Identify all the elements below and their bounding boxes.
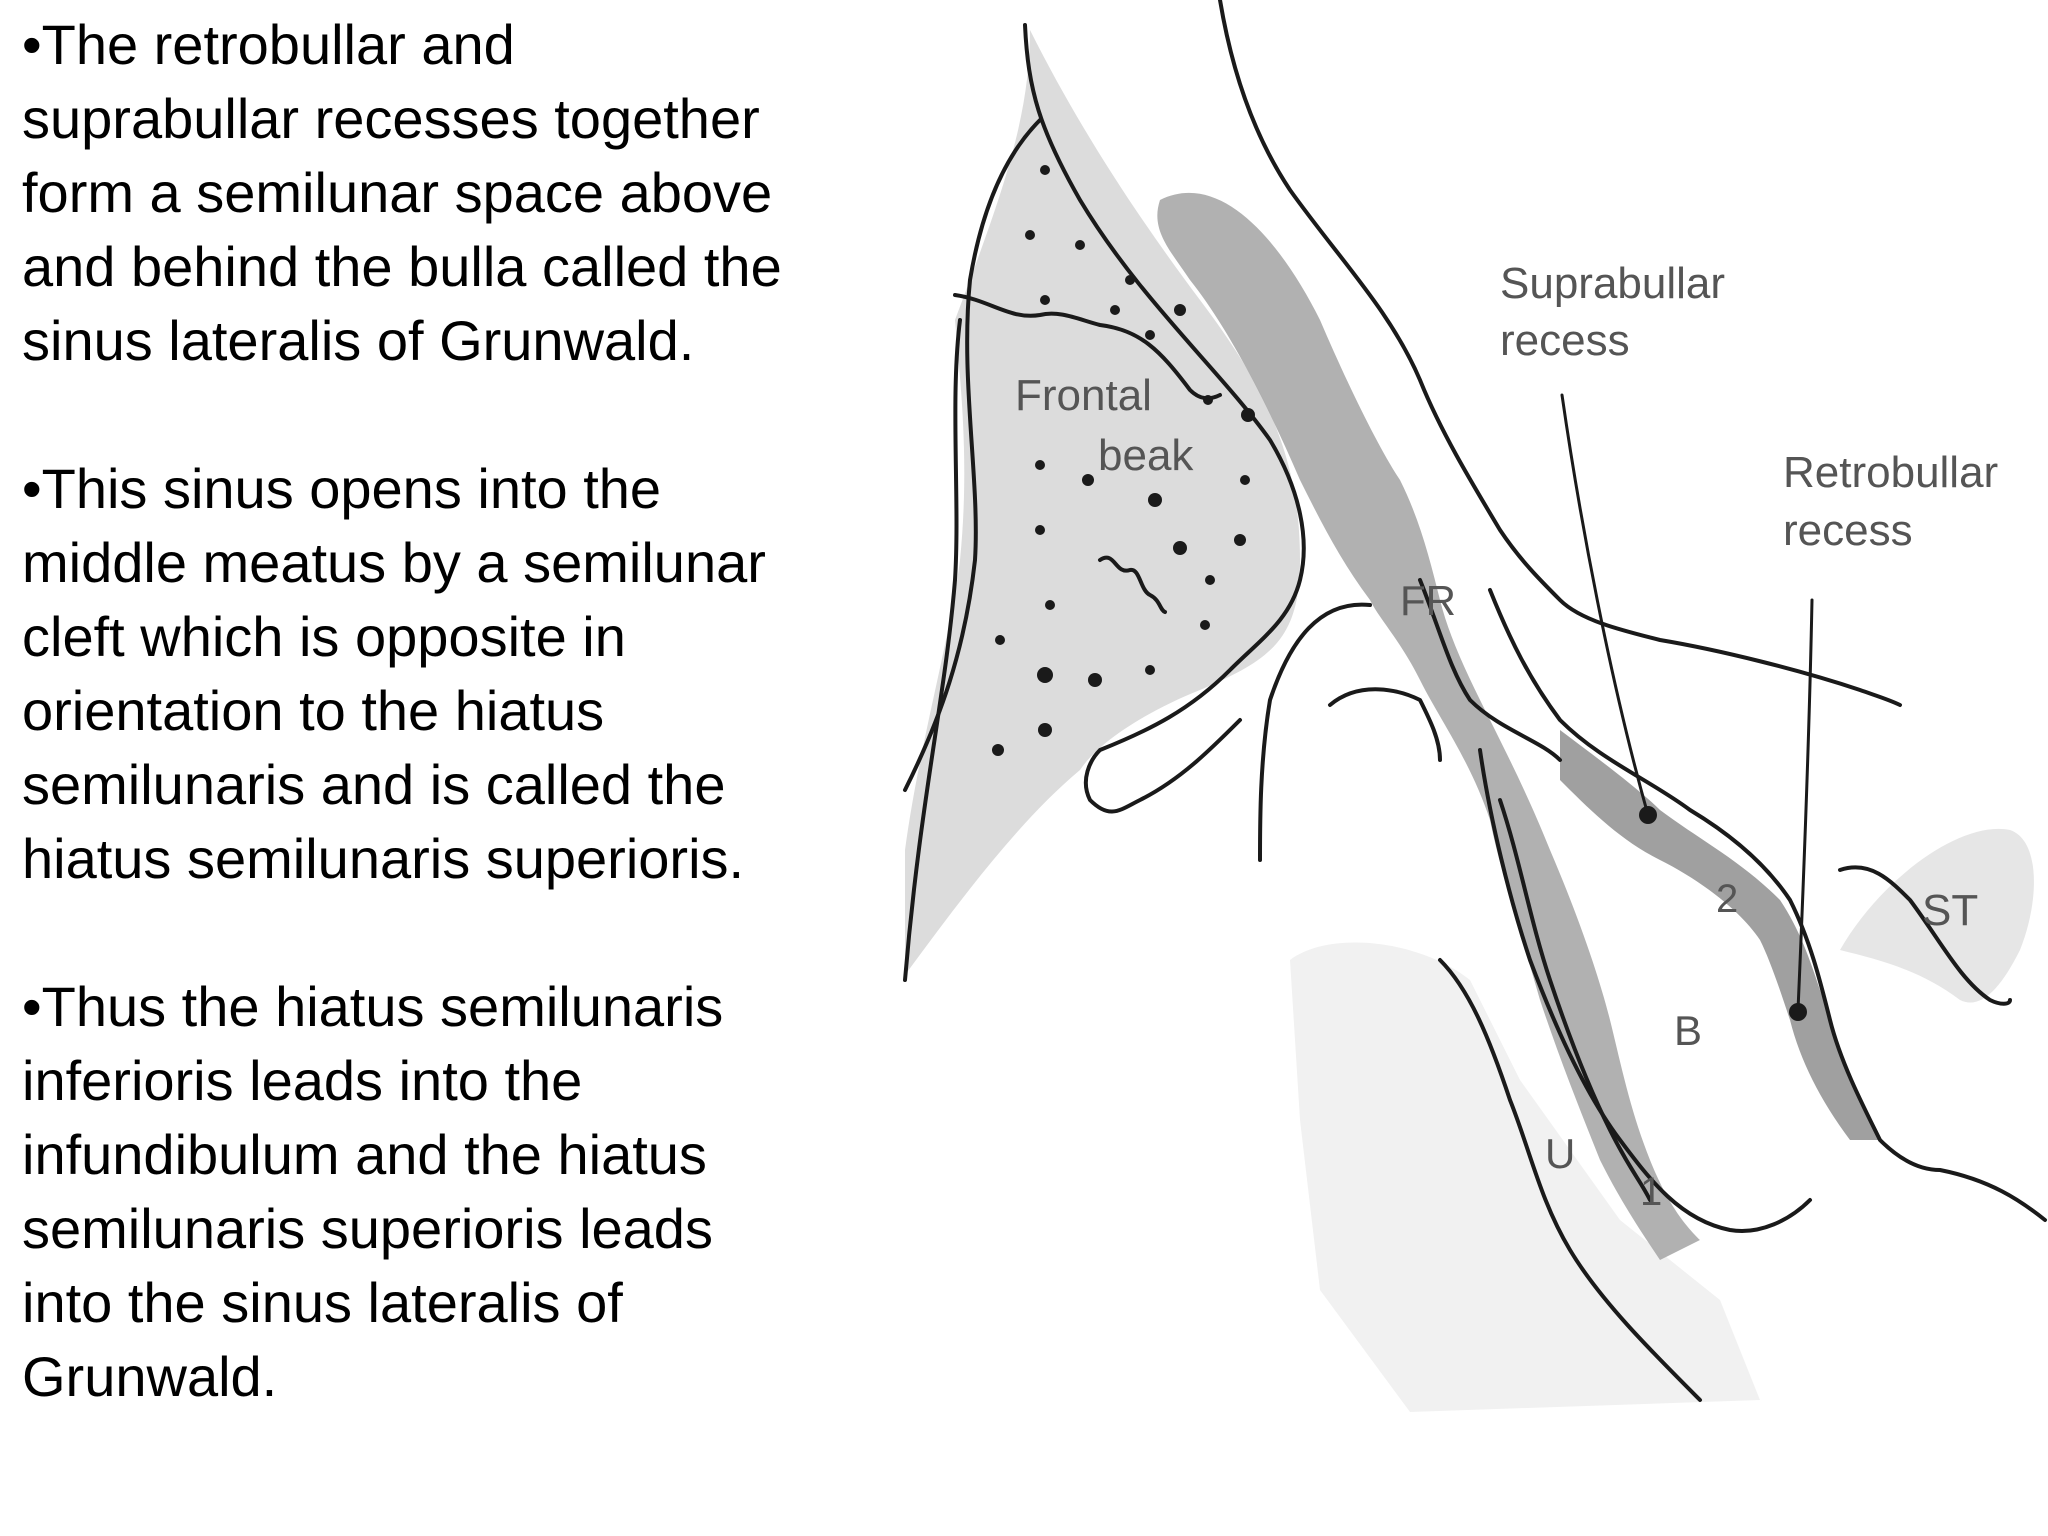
outline-retrobullar-pointer	[1796, 598, 1814, 1012]
bullet-hiatus-superioris: •This sinus opens into the middle meatus…	[22, 457, 766, 890]
retrobullar-pointer-dot	[1789, 1003, 1807, 1021]
bone-squiggle	[1098, 555, 1167, 614]
bullet-hiatus-inferioris: •Thus the hiatus semilunaris inferioris …	[22, 975, 724, 1408]
outline-bulla-anterior	[1418, 578, 1562, 762]
label-u: U	[1545, 1130, 1575, 1177]
outline-fr-arch	[1328, 687, 1442, 762]
frontal-recess-channel	[1157, 192, 1700, 1261]
outline-frontal-bone-2	[903, 318, 962, 982]
label-retrobullar-2: recess	[1783, 506, 1913, 555]
label-beak: beak	[1098, 431, 1194, 480]
label-suprabullar-2: recess	[1500, 316, 1630, 365]
label-suprabullar-1: Suprabullar	[1500, 259, 1725, 308]
label-st: ST	[1922, 886, 1978, 935]
label-one: 1	[1640, 1170, 1662, 1214]
anatomy-diagram: Frontal beak FR Suprabullar recess Retro…	[903, 0, 2047, 1412]
label-retrobullar-1: Retrobullar	[1783, 448, 1998, 497]
diagram-outlines	[903, 0, 2047, 1402]
suprabullar-pointer-dot	[1639, 806, 1657, 824]
outline-fr-inner	[1258, 602, 1372, 862]
label-frontal: Frontal	[1015, 371, 1152, 420]
retrobullar-channel	[1560, 730, 1880, 1140]
label-two: 2	[1716, 877, 1738, 921]
label-b: B	[1674, 1007, 1702, 1054]
outline-anterior-wall	[1023, 23, 1306, 814]
superior-turbinate-shade	[1840, 828, 2034, 1003]
frontal-beak-region	[905, 30, 1300, 975]
outline-frontal-bone	[903, 118, 1042, 792]
lower-shading	[1290, 942, 1760, 1412]
outline-crista	[953, 293, 1222, 401]
bone-specks	[992, 165, 1255, 756]
outline-posterior-wall	[1218, 0, 1902, 707]
outline-suprabullar-pointer	[1560, 393, 1650, 817]
bullet-sinus-lateralis: •The retrobullar and suprabullar recesse…	[22, 13, 782, 372]
outline-uncinate-1	[1438, 958, 1702, 1402]
text-column: •The retrobullar and suprabullar recesse…	[22, 8, 902, 1488]
outline-st	[1838, 865, 2012, 1006]
outline-uncinate-2	[1498, 798, 1652, 1202]
outline-suprabullar	[1488, 588, 2047, 1222]
label-fr: FR	[1400, 577, 1456, 624]
